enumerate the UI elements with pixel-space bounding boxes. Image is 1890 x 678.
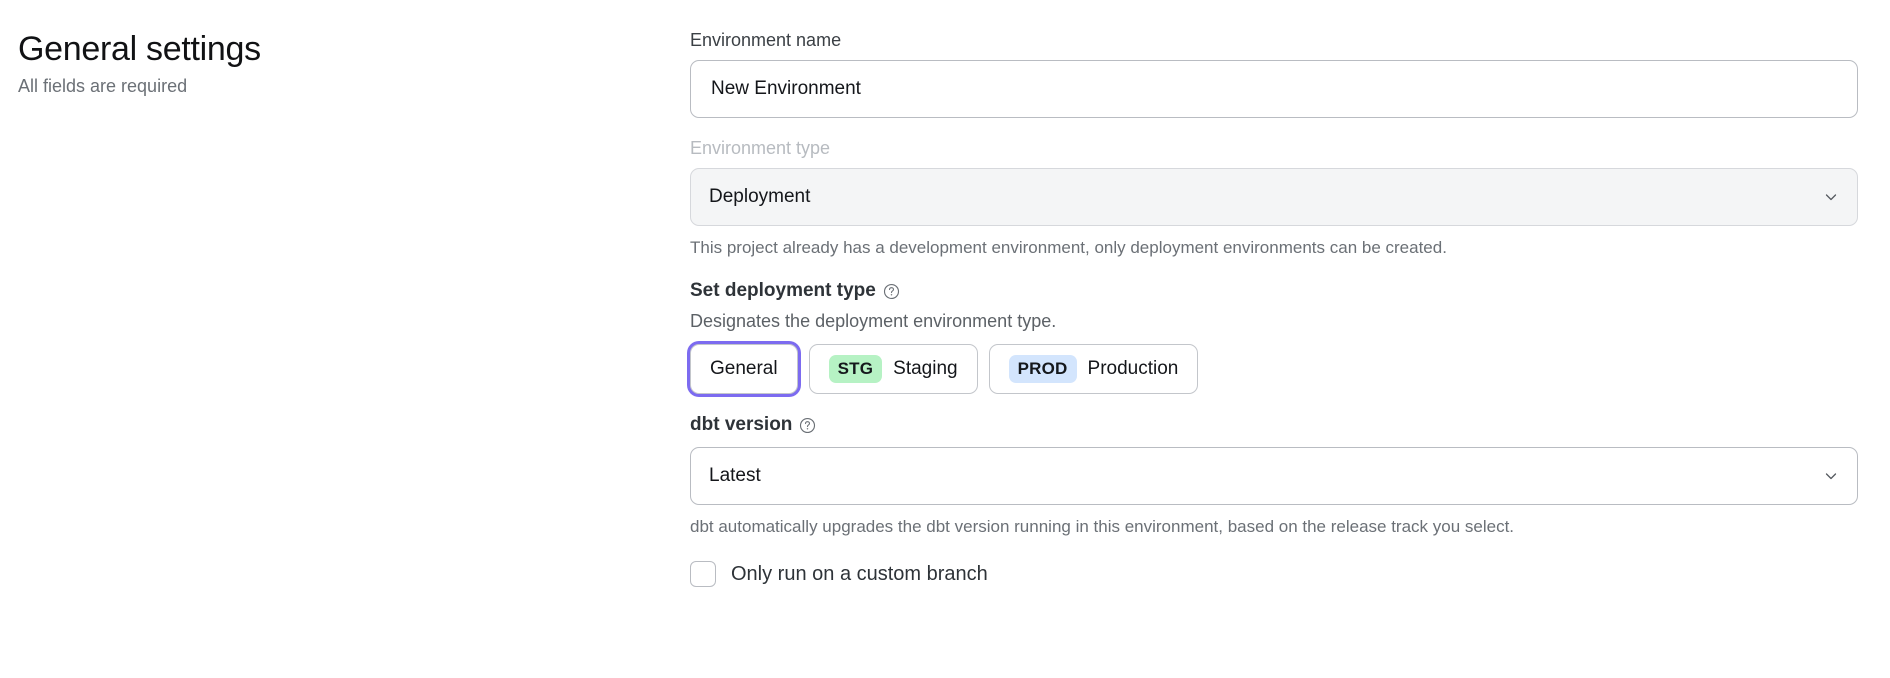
settings-form-column: Environment name Environment type Deploy… [690, 18, 1858, 587]
deployment-type-options: General STG Staging PROD Production [690, 344, 1858, 394]
page-title: General settings [18, 30, 261, 68]
deployment-type-group: Set deployment type Designates the deplo… [690, 278, 1858, 394]
environment-type-field-group: Environment type Deployment This project… [690, 136, 1858, 260]
environment-type-label: Environment type [690, 138, 831, 158]
settings-intro-column: General settings All fields are required [18, 18, 690, 98]
deployment-type-heading: Set deployment type [690, 280, 876, 301]
dbt-version-value: Latest [709, 465, 761, 486]
environment-type-select[interactable]: Deployment [690, 168, 1858, 226]
deployment-type-option-production-label: Production [1087, 358, 1179, 379]
chevron-down-icon [1825, 473, 1837, 480]
custom-branch-label: Only run on a custom branch [731, 562, 988, 585]
page-subtitle: All fields are required [18, 76, 188, 96]
deployment-type-option-general-label: General [710, 358, 778, 379]
dbt-version-help-text: dbt automatically upgrades the dbt versi… [690, 517, 1515, 536]
environment-name-field-group: Environment name [690, 28, 1858, 118]
environment-name-input[interactable] [709, 77, 1839, 101]
deployment-type-option-staging[interactable]: STG Staging [808, 344, 978, 394]
deployment-type-description: Designates the deployment environment ty… [690, 311, 1057, 331]
environment-name-input-wrapper[interactable] [690, 60, 1858, 118]
custom-branch-checkbox[interactable] [690, 561, 716, 587]
dbt-version-select[interactable]: Latest [690, 447, 1858, 505]
dbt-version-heading: dbt version [690, 414, 793, 435]
dbt-version-group: dbt version Latest dbt automatically upg… [690, 412, 1858, 539]
dbt-version-heading-row: dbt version [690, 412, 1858, 438]
environment-type-help-text: This project already has a development e… [690, 238, 1447, 257]
deployment-type-option-production[interactable]: PROD Production [988, 344, 1199, 394]
deployment-type-option-staging-label: Staging [893, 358, 958, 379]
custom-branch-row[interactable]: Only run on a custom branch [690, 561, 1858, 587]
production-badge: PROD [1008, 355, 1077, 383]
question-circle-icon[interactable] [799, 417, 816, 434]
chevron-down-icon [1825, 194, 1837, 201]
environment-name-label: Environment name [690, 30, 842, 50]
deployment-type-option-general[interactable]: General [690, 344, 798, 394]
deployment-type-heading-row: Set deployment type [690, 278, 1858, 304]
environment-type-value: Deployment [709, 186, 811, 207]
question-circle-icon[interactable] [883, 283, 900, 300]
staging-badge: STG [828, 355, 883, 383]
